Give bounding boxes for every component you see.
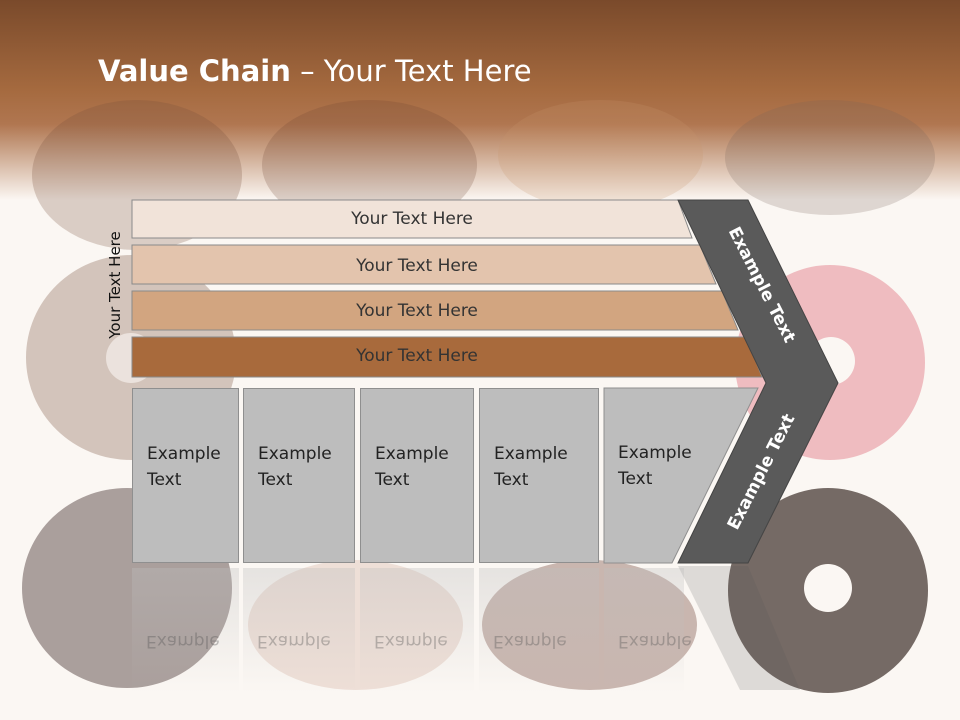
title-rest: – Your Text Here bbox=[290, 54, 532, 88]
bar-shape-3 bbox=[131, 290, 739, 331]
box-line1: Example bbox=[375, 444, 449, 464]
box-reflection: Example bbox=[132, 568, 239, 693]
chevron-shape bbox=[677, 199, 839, 564]
box-line2: Text bbox=[258, 470, 293, 490]
chevron-reflection bbox=[678, 566, 800, 690]
bar-shape-4 bbox=[131, 336, 763, 378]
bar-shape-1 bbox=[131, 199, 693, 239]
title-bold: Value Chain bbox=[98, 54, 291, 88]
bar-label: Your Text Here bbox=[356, 301, 478, 321]
bar-4: Your Text Here bbox=[132, 337, 702, 375]
box-reflection: Example bbox=[243, 568, 355, 693]
bar-label: Your Text Here bbox=[356, 346, 478, 366]
box-line2: Text bbox=[618, 469, 653, 489]
reflection-text: Example bbox=[618, 631, 692, 651]
bar-1: Your Text Here bbox=[132, 200, 692, 238]
bar-3: Your Text Here bbox=[132, 292, 702, 330]
donut-image bbox=[248, 560, 463, 690]
donut-image bbox=[498, 100, 703, 210]
bar-2: Your Text Here bbox=[132, 247, 702, 285]
reflection-text: Example bbox=[146, 631, 220, 651]
box-reflection: Example bbox=[360, 568, 474, 693]
donut-image bbox=[728, 488, 928, 693]
box-reflection: Example bbox=[604, 568, 692, 693]
bar-label: Your Text Here bbox=[356, 256, 478, 276]
reflection-text: Example bbox=[374, 631, 448, 651]
slide-title: Value Chain – Your Text Here bbox=[98, 54, 532, 88]
box-reflection: Example bbox=[479, 568, 599, 693]
bar-label: Your Text Here bbox=[351, 209, 473, 229]
box-line2: Text bbox=[147, 470, 182, 490]
box-line1: Example bbox=[618, 443, 692, 463]
box-line1: Example bbox=[147, 444, 221, 464]
donut-image bbox=[482, 560, 697, 690]
box-line1: Example bbox=[258, 444, 332, 464]
box-line2: Text bbox=[494, 470, 529, 490]
donut-image bbox=[725, 100, 935, 215]
last-box-shape bbox=[603, 387, 759, 564]
header-banner bbox=[0, 0, 960, 200]
reflection-text: Example bbox=[493, 631, 567, 651]
bar-shape-2 bbox=[131, 244, 717, 285]
box-line2: Text bbox=[375, 470, 410, 490]
reflection-text: Example bbox=[257, 631, 331, 651]
box-line1: Example bbox=[494, 444, 568, 464]
